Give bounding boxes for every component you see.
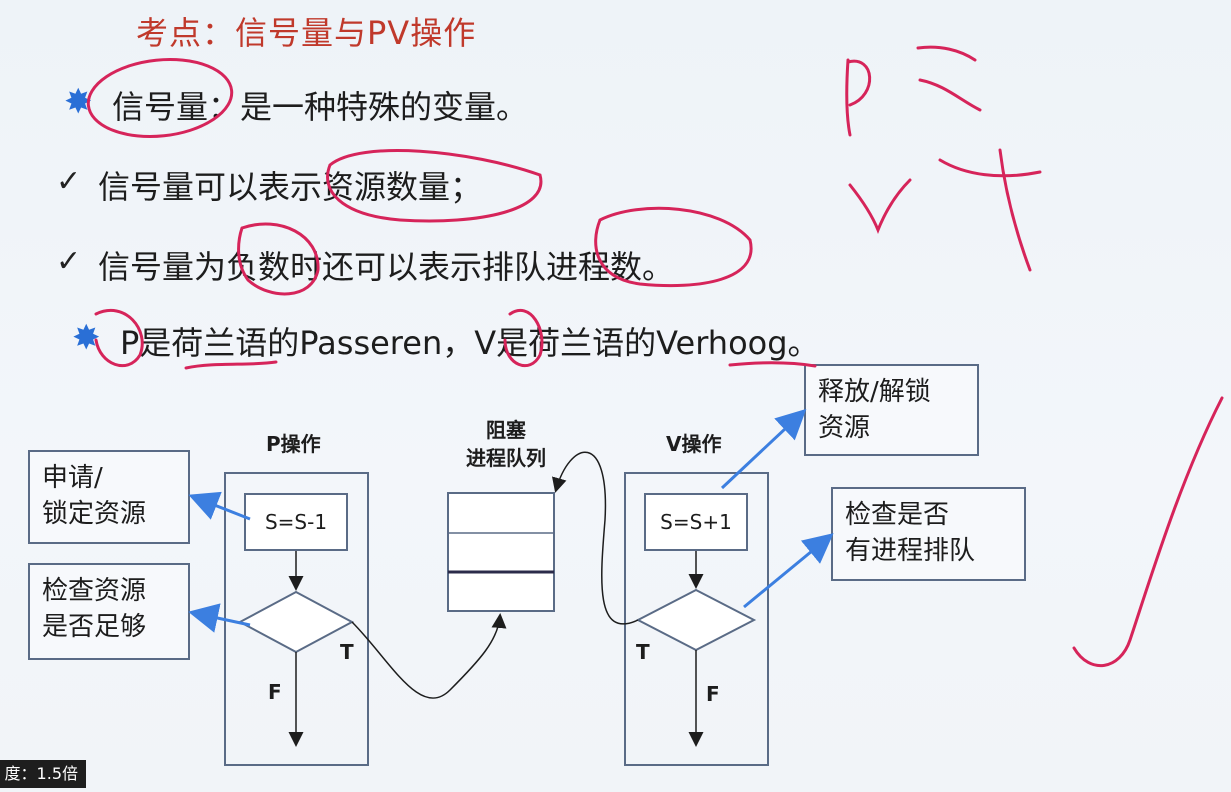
blocked-queue-label: 阻塞 进程队列 <box>466 418 546 470</box>
p-step-box: S=S-1 <box>244 493 348 551</box>
v-false-label: F <box>706 682 720 706</box>
p-op-label: P操作 <box>266 432 321 456</box>
p-true-label: T <box>340 640 354 664</box>
v-true-label: T <box>636 640 650 664</box>
bullet-pv-origin: P是荷兰语的Passeren，V是荷兰语的Verhoog。 <box>120 324 820 362</box>
check-icon: ✓ <box>56 244 82 279</box>
p-note: P 占 <box>846 60 847 61</box>
handwriting-marks <box>86 45 1224 667</box>
bullet-resource-count: 信号量可以表示资源数量； <box>98 168 483 206</box>
v-step-box: S=S+1 <box>644 493 748 551</box>
bullet-queue-count: 信号量为负数时还可以表示排队进程数。 <box>98 248 675 286</box>
v-op-frame <box>624 472 769 766</box>
v-note: V 释 <box>846 180 847 181</box>
check-icon: ✓ <box>56 164 82 199</box>
star-bullet-icon: ✸ <box>72 318 101 358</box>
p-condition-diamond <box>237 590 355 654</box>
release-resource-box: 释放/解锁 资源 <box>804 364 979 456</box>
playback-speed-badge[interactable]: 度：1.5倍 <box>0 760 86 788</box>
v-condition-diamond <box>635 588 757 652</box>
p-false-label: F <box>268 680 282 704</box>
slide-title: 考点：信号量与PV操作 <box>136 14 477 52</box>
v-op-label: V操作 <box>666 432 722 456</box>
check-queue-box: 检查是否 有进程排队 <box>831 487 1026 581</box>
queue-box <box>447 492 555 612</box>
bullet-semaphore-def: 信号量：是一种特殊的变量。 <box>112 88 529 126</box>
